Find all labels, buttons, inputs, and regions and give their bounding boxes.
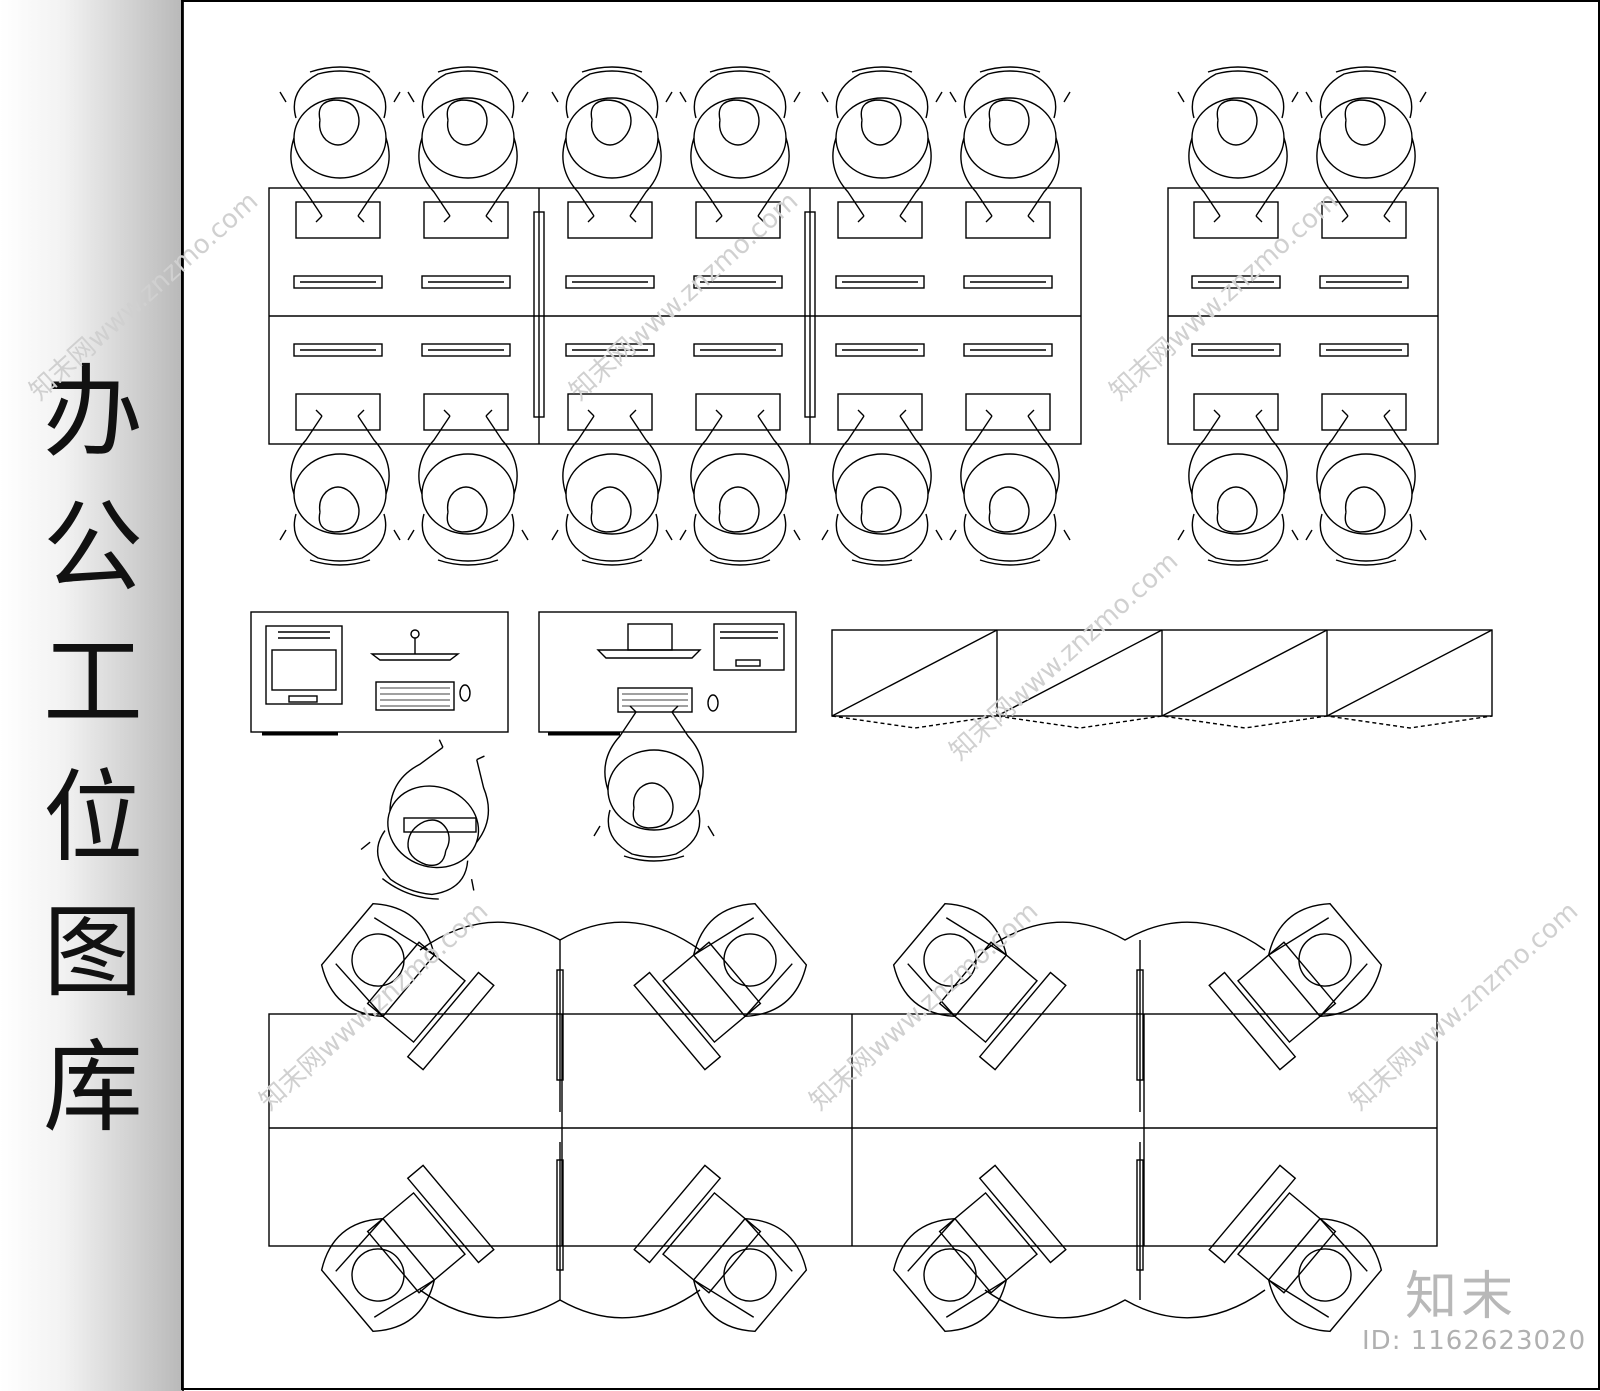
workstation-module-right — [1167, 66, 1439, 566]
partition-panels — [831, 629, 1493, 729]
page-frame — [181, 0, 1600, 1390]
brand-logo-text: 知末 — [1405, 1267, 1518, 1327]
sidebar-panel: 办公工位图库 — [0, 0, 184, 1391]
single-desk-left — [250, 611, 519, 915]
image-id-label: ID: 1162623020 — [1362, 1326, 1587, 1356]
sidebar-title: 办公工位图库 — [43, 354, 143, 1146]
single-desk-right — [538, 611, 797, 862]
workstation-cluster-bottom — [268, 891, 1438, 1344]
workstation-bank-top — [268, 66, 1082, 566]
